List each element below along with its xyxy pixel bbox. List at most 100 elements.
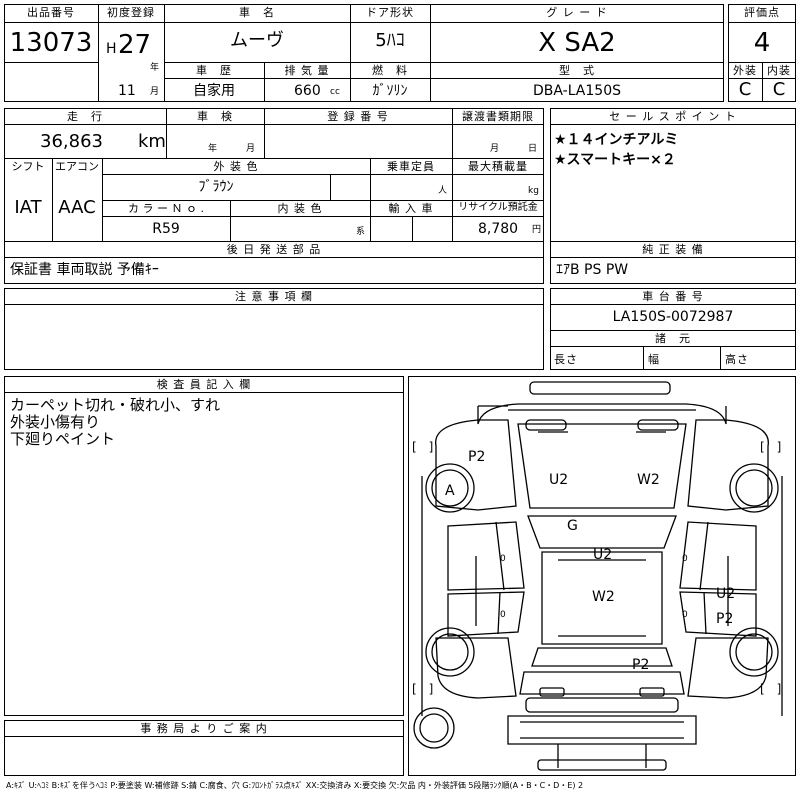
later-parts-value: 保証書 車両取説 予備ｷｰ — [10, 262, 159, 278]
sales-point-2: ★スマートキー×２ — [554, 152, 676, 168]
mark-p2-front-left: P2 — [468, 449, 486, 465]
lot-label: 出品番号 — [27, 6, 75, 19]
ac-value: AAC — [58, 197, 96, 218]
displacement-value: 660 — [294, 83, 321, 99]
history-value: 自家用 — [193, 83, 235, 99]
mileage-label: 走 行 — [67, 110, 103, 123]
transfer-day-unit: 日 — [528, 144, 538, 154]
plate-label: 登 録 番 号 — [327, 110, 389, 123]
interior-color-label: 内 装 色 — [277, 202, 323, 215]
office-label: 事 務 局 よ り ご 案 内 — [140, 722, 268, 735]
chassis-label: 車 台 番 号 — [642, 290, 704, 303]
ac-label: エアコン — [55, 160, 99, 173]
sales-section — [550, 108, 796, 284]
capacity-unit: 人 — [438, 186, 448, 196]
mark-zero-3: 0 — [500, 610, 506, 620]
length-label: 長さ — [554, 353, 578, 366]
color-value: ﾌﾞﾗｳﾝ — [198, 179, 234, 195]
transfer-month-unit: 月 — [490, 144, 500, 154]
fuel-label: 燃 料 — [372, 64, 408, 77]
chassis-section — [550, 288, 796, 370]
displacement-unit: cc — [330, 87, 340, 97]
shift-value: IAT — [14, 197, 42, 218]
model-label: 型 式 — [559, 64, 595, 77]
reg-label: 初度登録 — [107, 6, 155, 19]
inspection-year-unit: 年 — [208, 144, 218, 154]
mark-a-front-wheel: A — [445, 483, 455, 499]
dims-label: 諸 元 — [655, 332, 691, 345]
mark-p2-rear: P2 — [632, 657, 650, 673]
mark-zero-4: 0 — [682, 610, 688, 620]
grade-value: X SA2 — [538, 28, 616, 58]
load-unit: kg — [528, 186, 539, 196]
height-label: 高さ — [725, 353, 749, 366]
inspector-line-1: カーペット切れ・破れ小、すれ — [10, 396, 221, 414]
car-name-label: 車 名 — [239, 6, 275, 19]
reg-month: 11 — [118, 83, 136, 99]
color-no-value: R59 — [152, 221, 180, 237]
interior-grade: C — [772, 79, 786, 100]
color-label: 外 装 色 — [213, 160, 259, 173]
exterior-grade-label: 外装 — [733, 64, 757, 77]
mark-bracket-right-top: [ ] — [760, 440, 782, 454]
score-value: 4 — [753, 28, 771, 58]
door-label: ドア形状 — [366, 6, 414, 19]
mark-zero-2: 0 — [682, 554, 688, 564]
inspector-label: 検 査 員 記 入 欄 — [156, 378, 252, 391]
mileage-unit: km — [138, 131, 166, 152]
capacity-label: 乗車定員 — [387, 160, 435, 173]
car-diagram — [413, 381, 783, 771]
mark-w2-hood: W2 — [637, 472, 660, 488]
interior-color-unit: 系 — [356, 227, 366, 237]
mileage-value: 36,863 — [40, 131, 103, 152]
lot-number: 13073 — [9, 28, 93, 58]
inspector-line-3: 下廻りペイント — [10, 430, 116, 448]
exterior-grade: C — [738, 79, 752, 100]
car-name: ムーヴ — [230, 30, 284, 51]
car-diagram-section — [408, 376, 796, 776]
fuel-value: ｶﾞｿﾘﾝ — [372, 83, 408, 99]
legend: A:ｷｽﾞ U:ﾍｺﾐ B:ｷｽﾞを伴うﾍｺﾐ P:要塗装 W:補修跡 S:錆 … — [6, 781, 584, 790]
width-label: 幅 — [648, 353, 660, 366]
notes-label: 注 意 事 項 欄 — [235, 290, 313, 303]
grade-label: グ レ ー ド — [546, 6, 608, 19]
inspection-month-unit: 月 — [246, 144, 256, 154]
chassis-value: LA150S-0072987 — [612, 309, 734, 325]
equipment-value: ｴｱB PS PW — [556, 262, 629, 278]
mark-bracket-right-bottom: [ ] — [760, 682, 782, 696]
history-label: 車 歴 — [196, 64, 232, 77]
equipment-label: 純 正 装 備 — [642, 243, 704, 256]
sales-point-1: ★１４インチアルミ — [554, 132, 679, 148]
door-value: 5ﾊｺ — [375, 30, 405, 51]
mark-bracket-left-bottom: [ ] — [412, 682, 434, 696]
color-no-label: カ ラ ー Ｎ ｏ . — [128, 202, 204, 215]
notes-section — [4, 288, 544, 370]
displacement-label: 排 気 量 — [284, 64, 330, 77]
import-label: 輸 入 車 — [388, 202, 434, 215]
model-value: DBA-LA150S — [532, 83, 621, 99]
score-label: 評価点 — [744, 6, 780, 19]
shift-label: シフト — [11, 160, 45, 173]
mark-u2-hood: U2 — [549, 472, 569, 488]
recycle-label: リサイクル預託金 — [458, 202, 538, 213]
mark-bracket-left-top: [ ] — [412, 440, 434, 454]
interior-grade-label: 内装 — [767, 64, 791, 77]
inspector-section — [4, 376, 404, 716]
recycle-value: 8,780 — [478, 221, 519, 237]
spec-section — [4, 108, 544, 284]
mark-w2-roof: W2 — [592, 589, 615, 605]
mark-u2-rear-right: U2 — [716, 586, 736, 602]
later-parts-label: 後 日 発 送 部 品 — [226, 243, 322, 256]
office-section — [4, 720, 404, 776]
mark-u2-roof: U2 — [593, 547, 613, 563]
recycle-unit: 円 — [532, 225, 542, 235]
inspector-line-2: 外装小傷有り — [10, 413, 101, 431]
mark-zero-1: 0 — [500, 554, 506, 564]
mark-g-windshield: G — [567, 518, 578, 534]
inspection-label: 車 検 — [197, 110, 233, 123]
reg-year-unit: 年 — [150, 63, 160, 73]
reg-era: H — [106, 41, 117, 57]
transfer-label: 譲渡書類期限 — [462, 110, 534, 123]
load-label: 最大積載量 — [468, 160, 528, 173]
sales-label: セ ー ル ス ポ イ ン ト — [609, 110, 737, 123]
